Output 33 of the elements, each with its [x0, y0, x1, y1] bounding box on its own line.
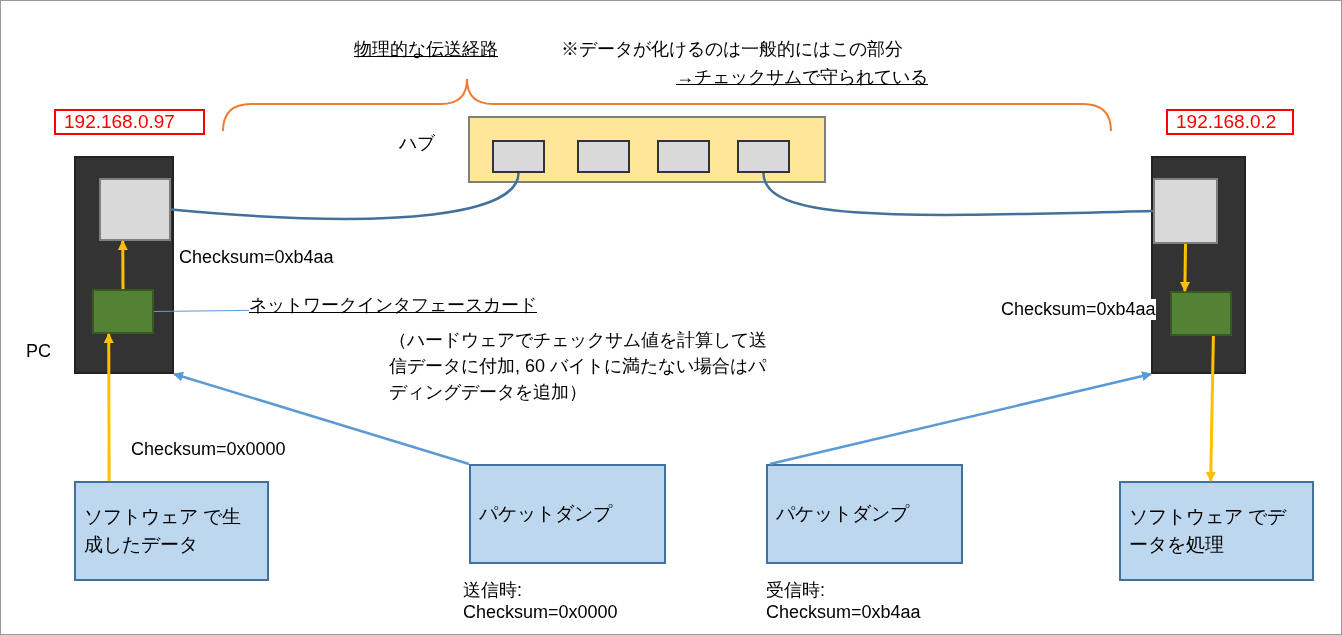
nic-chip — [92, 289, 154, 334]
cable-line — [170, 172, 520, 220]
arrow — [173, 371, 470, 466]
heading-text: 物理的な伝送経路 — [354, 38, 498, 61]
hub-port — [657, 140, 710, 173]
arrow — [1205, 335, 1216, 482]
hub-port — [577, 140, 630, 173]
arrow — [769, 371, 1152, 466]
process-box: ソフトウェア で生成したデータ — [74, 481, 269, 581]
arrow — [103, 333, 114, 481]
process-box: パケットダンプ — [469, 464, 666, 564]
ip-address-box: 192.168.0.2 — [1166, 109, 1294, 135]
arrow — [1180, 243, 1190, 292]
caption-text: 受信時: Checksum=0xb4aa — [766, 579, 922, 623]
cable-line — [762, 172, 1154, 217]
heading-text: →チェックサムで守られている — [676, 66, 928, 89]
leader-line — [153, 309, 250, 312]
pc-label: PC — [26, 341, 51, 362]
ip-address-box: 192.168.0.97 — [54, 109, 205, 135]
hub-label: ハブ — [399, 132, 435, 155]
process-box: ソフトウェア でデータを処理 — [1119, 481, 1314, 581]
caption-text: 送信時: Checksum=0x0000 — [463, 579, 619, 623]
note-text: （ハードウェアでチェックサム値を計算して送信データに付加, 60 バイトに満たない場合はパディングデータを追加） — [389, 329, 768, 404]
network-port — [1153, 178, 1218, 244]
hub-port — [492, 140, 545, 173]
nic-chip — [1170, 291, 1232, 336]
process-box: パケットダンプ — [766, 464, 963, 564]
component-label: ネットワークインタフェースカード — [249, 294, 537, 317]
network-port — [99, 178, 171, 241]
arrow — [117, 240, 128, 289]
edge-label: Checksum=0xb4aa — [1001, 299, 1156, 320]
heading-text: ※データが化けるのは一般的にはこの部分 — [561, 38, 903, 61]
hub-port — [737, 140, 790, 173]
